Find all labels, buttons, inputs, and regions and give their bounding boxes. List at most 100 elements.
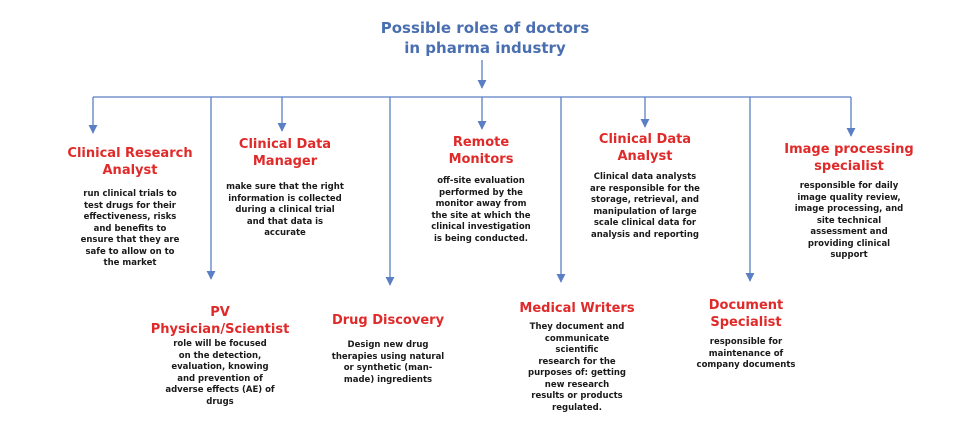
role-desc-line: purposes of: getting	[527, 368, 626, 378]
role-description: Design new drug therapies using natural …	[326, 340, 450, 386]
role-desc-line: support	[830, 250, 868, 260]
role-desc-line: therapies using natural	[331, 351, 445, 362]
role-desc-line: make sure that the right	[226, 182, 344, 192]
role-desc-line: role will be focused	[173, 339, 267, 349]
role-desc-line: They document and	[529, 322, 625, 332]
role-desc-line: research for the	[538, 356, 616, 367]
role-title-line: specialist	[814, 159, 884, 174]
role-desc-line: providing clinical	[807, 238, 891, 249]
role-desc-line: clinical investigation	[431, 222, 531, 232]
role-desc-line: or synthetic (man-	[343, 363, 433, 373]
role-desc-line: and that data is	[246, 216, 324, 227]
role-desc-line: run clinical trials to	[83, 189, 177, 199]
role-desc-line: responsible for	[709, 337, 783, 347]
role-title-line: PV	[210, 305, 230, 320]
role-desc-line: made) ingredients	[343, 374, 433, 385]
role-title-line: Analyst	[617, 149, 673, 164]
role-desc-line: drugs	[206, 396, 234, 407]
role-description: Clinical data analysts are responsible f…	[580, 172, 710, 241]
role-desc-line: and benefits to	[93, 223, 167, 234]
role-title: Document Specialist	[686, 297, 806, 331]
role-desc-line: and prevention of	[177, 373, 263, 384]
role-title-line: Analyst	[102, 163, 158, 178]
role-description: run clinical trials to test drugs for th…	[62, 189, 198, 270]
role-desc-line: Design new drug	[347, 340, 429, 350]
role-desc-line: analysis and reporting	[591, 229, 699, 240]
role-description: off-site evaluation performed by the mon…	[418, 176, 544, 245]
role-title-line: Document	[708, 298, 784, 313]
role-title-line: Remote	[452, 135, 510, 150]
role-desc-line: scientific	[555, 345, 599, 355]
role-title: Remote Monitors	[418, 134, 544, 168]
role-desc-line: evaluation, knowing	[171, 362, 269, 372]
role-title-line: Medical Writers	[519, 301, 635, 316]
role-desc-line: off-site evaluation	[437, 176, 525, 186]
role-desc-line: the site at which the	[431, 210, 531, 221]
role-desc-line: test drugs for their	[83, 200, 176, 211]
role-description: They document and communicate scientific…	[516, 322, 638, 414]
role-title-line: Clinical Data	[598, 132, 692, 147]
role-title-line: Image processing	[784, 142, 914, 157]
role-desc-line: on the detection,	[178, 350, 262, 361]
role-title: Clinical Data Analyst	[580, 131, 710, 165]
role-title: Medical Writers	[516, 300, 638, 317]
role-clinical-research-analyst: Clinical Research Analyst run clinical t…	[62, 145, 198, 270]
role-title-line: Manager	[252, 154, 318, 169]
role-desc-line: effectiveness, risks	[83, 212, 177, 222]
role-desc-line: scale clinical data for	[593, 218, 697, 228]
role-title-line: Clinical Research	[67, 146, 193, 161]
role-desc-line: safe to allow on to	[85, 246, 175, 257]
role-description: responsible for daily image quality revi…	[776, 181, 922, 262]
role-clinical-data-analyst: Clinical Data Analyst Clinical data anal…	[580, 131, 710, 241]
root-title: Possible roles of doctors in pharma indu…	[370, 18, 600, 58]
role-description: responsible for maintenance of company d…	[686, 337, 806, 372]
role-desc-line: image processing, and	[794, 204, 904, 214]
role-desc-line: company documents	[696, 360, 796, 370]
role-desc-line: assessment and	[810, 227, 888, 237]
role-desc-line: storage, retrieval, and	[590, 195, 700, 205]
role-remote-monitors: Remote Monitors off-site evaluation perf…	[418, 134, 544, 245]
role-title-line: Monitors	[448, 152, 514, 167]
role-title-line: Specialist	[710, 315, 782, 330]
role-desc-line: the market	[103, 258, 157, 268]
role-desc-line: maintenance of	[708, 348, 784, 359]
role-desc-line: site technical	[816, 215, 882, 226]
role-desc-line: ensure that they are	[80, 235, 180, 245]
role-desc-line: results or products	[531, 391, 623, 401]
role-title: Clinical Research Analyst	[62, 145, 198, 179]
root-title-line: Possible roles of doctors	[380, 19, 590, 37]
role-title: PV Physician/Scientist	[148, 304, 292, 338]
role-desc-line: new research	[544, 379, 610, 390]
role-desc-line: communicate	[544, 333, 610, 344]
role-description: make sure that the right information is …	[222, 182, 348, 240]
role-desc-line: image quality review,	[797, 192, 901, 203]
role-title: Image processing specialist	[776, 141, 922, 175]
role-desc-line: information is collected	[228, 193, 342, 204]
role-desc-line: during a clinical trial	[235, 205, 335, 215]
role-title-line: Clinical Data	[238, 137, 332, 152]
role-desc-line: adverse effects (AE) of	[165, 385, 275, 395]
role-drug-discovery: Drug Discovery Design new drug therapies…	[326, 312, 450, 386]
role-title-line: Physician/Scientist	[150, 322, 290, 337]
role-pv-physician-scientist: PV Physician/Scientist role will be focu…	[148, 304, 292, 408]
role-desc-line: are responsible for the	[590, 183, 700, 194]
role-title-line: Drug Discovery	[331, 313, 445, 328]
role-desc-line: is being conducted.	[433, 233, 529, 244]
role-desc-line: Clinical data analysts	[593, 172, 697, 182]
role-desc-line: regulated.	[552, 402, 602, 413]
role-title: Drug Discovery	[326, 312, 450, 329]
role-desc-line: responsible for daily	[799, 181, 899, 191]
role-image-processing-specialist: Image processing specialist responsible …	[776, 141, 922, 262]
role-document-specialist: Document Specialist responsible for main…	[686, 297, 806, 372]
role-medical-writers: Medical Writers They document and commun…	[516, 300, 638, 414]
role-desc-line: performed by the	[439, 187, 523, 198]
role-clinical-data-manager: Clinical Data Manager make sure that the…	[222, 136, 348, 240]
role-description: role will be focused on the detection, e…	[148, 339, 292, 408]
role-desc-line: monitor away from	[435, 199, 527, 209]
role-title: Clinical Data Manager	[222, 136, 348, 170]
role-desc-line: accurate	[264, 228, 306, 238]
root-title-line: in pharma industry	[404, 39, 566, 57]
role-desc-line: manipulation of large	[593, 206, 697, 217]
